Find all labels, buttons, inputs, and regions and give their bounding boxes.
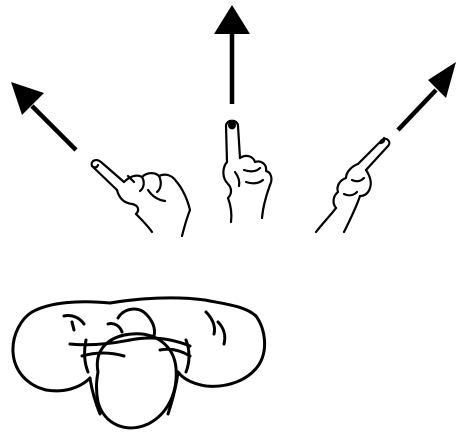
arrow-up-icon: [214, 5, 250, 104]
hand-pointing-up-left-icon: [92, 160, 190, 236]
arrow-up-left-icon: [11, 82, 76, 150]
hand-pointing-up-icon: [223, 121, 271, 223]
arrow-up-right-icon: [398, 62, 456, 130]
hand-pointing-up-right-icon: [316, 138, 389, 232]
person-top-view-icon: [13, 298, 265, 428]
